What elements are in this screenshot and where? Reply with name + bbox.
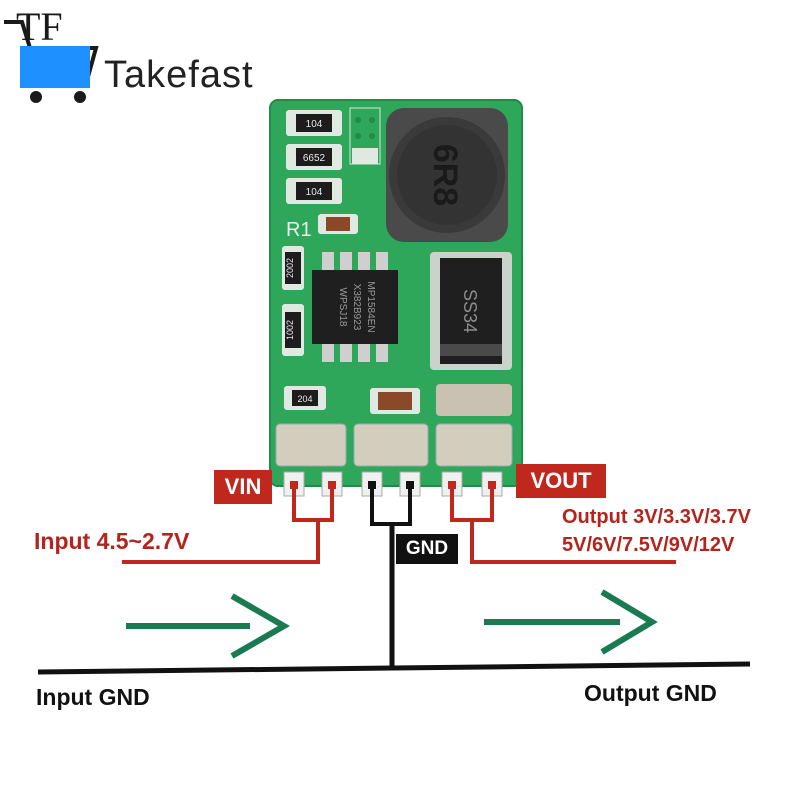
- chip-mark-3: WPSJ18: [337, 288, 348, 327]
- logo-letters: TF: [16, 4, 63, 49]
- output-arrow-icon: [484, 589, 658, 655]
- brand-name: Takefast: [104, 54, 254, 96]
- output-wire: [470, 520, 676, 564]
- ic-chip: MP1584EN X382B923 WPSJ18: [312, 252, 398, 362]
- gnd-tag: GND: [396, 534, 458, 564]
- vin-tag: VIN: [214, 470, 272, 504]
- resistor-4-mark: 2002: [285, 258, 295, 278]
- silkscreen-r1: R1: [286, 219, 312, 241]
- vout-tag: VOUT: [516, 464, 606, 498]
- gnd-bus: [37, 661, 751, 675]
- input-wire: [122, 520, 320, 564]
- resistor-2-mark: 6652: [303, 153, 326, 164]
- vin-wire: [292, 488, 334, 522]
- diode-mark: SS34: [460, 289, 480, 333]
- resistor-1-mark: 104: [306, 119, 323, 130]
- vout-wire: [450, 488, 494, 522]
- chip-mark-2: X382B923: [351, 284, 362, 331]
- gnd-wire: [370, 488, 412, 526]
- output-range-label-2: 5V/6V/7.5V/9V/12V: [562, 534, 735, 556]
- inductor-mark: 6R8: [426, 144, 464, 206]
- input-range-label: Input 4.5~2.7V: [34, 528, 190, 554]
- input-arrow-icon: [126, 593, 291, 659]
- resistor-6-mark: 204: [297, 394, 312, 404]
- chip-mark-1: MP1584EN: [365, 281, 376, 332]
- input-gnd-label: Input GND: [36, 684, 150, 710]
- output-gnd-label: Output GND: [584, 680, 717, 706]
- resistor-3-mark: 104: [306, 187, 323, 198]
- output-range-label-1: Output 3V/3.3V/3.7V: [562, 506, 751, 528]
- cart-logo-icon: TF: [4, 4, 99, 103]
- resistor-5-mark: 1002: [285, 320, 295, 340]
